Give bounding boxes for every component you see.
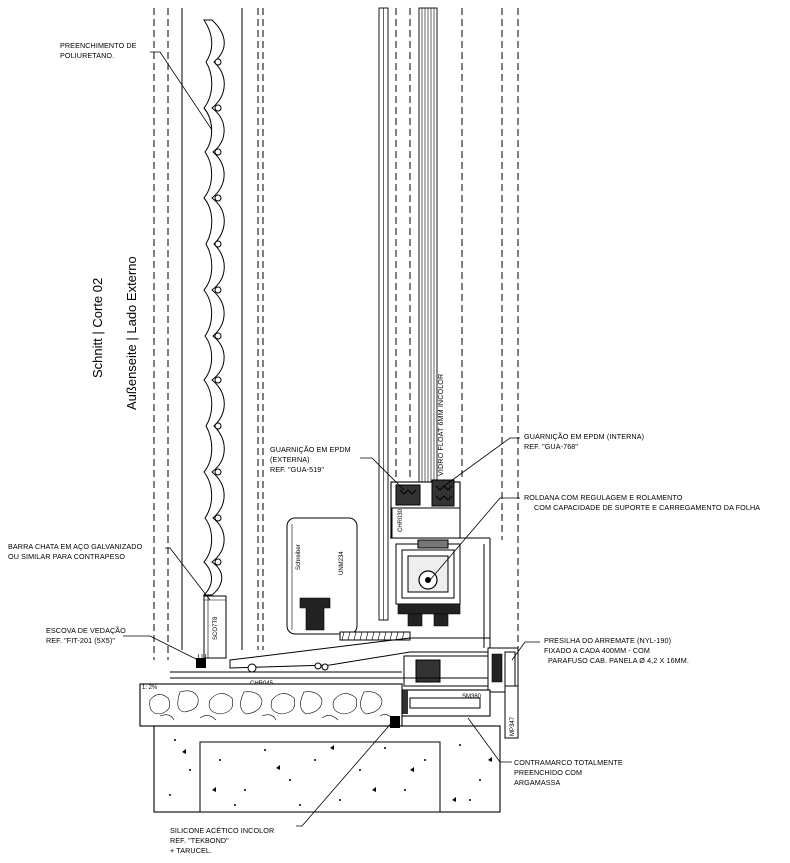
label-garnicao-int-2: REF. "GUA-768" — [524, 442, 578, 451]
roller-assembly — [395, 539, 461, 627]
label-silicone-2: REF. "TEKBOND" — [170, 836, 229, 845]
frame-lines — [153, 8, 519, 660]
label-silicone-1: SILICONE ACÉTICO INCOLOR — [170, 826, 274, 835]
leader-lines — [123, 51, 540, 827]
label-barra-1: BARRA CHATA EM AÇO GALVANIZADO — [8, 542, 143, 551]
label-barra-2: OU SIMILAR PARA CONTRAPESO — [8, 552, 125, 561]
label-escova-1: ESCOVA DE VEDAÇÃO — [46, 626, 126, 635]
label-escova-2: REF. "FIT-201 (5X5)" — [46, 636, 115, 645]
title-line-2: Außenseite | Lado Externo — [124, 256, 139, 410]
panel-joints — [214, 58, 222, 566]
brand-a: Schreiber — [296, 544, 302, 570]
label-contramarco-1: CONTRAMARCO TOTALMENTE — [514, 758, 623, 767]
label-garnicao-ext-2: (EXTERNA) — [270, 455, 310, 464]
slope-label: 1: 2% — [142, 685, 158, 691]
code-b: UNM234 — [339, 551, 345, 575]
label-garnicao-ext-3: REF. "GUA-519" — [270, 465, 324, 474]
title-line-1: Schnitt | Corte 02 — [90, 278, 105, 378]
sash-bottom-profile: CHR030 — [390, 479, 491, 650]
profile-code-sm360: SM360 — [462, 694, 482, 700]
glass-pane — [378, 7, 438, 621]
label-roldana-2: COM CAPACIDADE DE SUPORTE E CARREGAMENTO… — [534, 503, 760, 512]
clip-profile — [299, 597, 331, 631]
profile-code-mp347: MP347 — [510, 716, 516, 736]
label-presilha-3: PARAFUSO CAB. PANELA Ø 4,2 X 16MM. — [548, 656, 689, 665]
label-preenchimento-1: PREENCHIMENTO DE — [60, 41, 137, 50]
label-silicone-3: + TARUCEL. — [170, 846, 212, 855]
counterweight-bar: SCO7T8 — [203, 595, 227, 659]
label-contramarco-2: PREENCHIDO COM — [514, 768, 582, 777]
polyurethane-panel — [202, 19, 225, 596]
label-garnicao-ext-1: GUARNIÇÃO EM EPDM — [270, 445, 351, 454]
brush-seal — [196, 653, 207, 668]
label-preenchimento-2: POLIURETANO. — [60, 51, 114, 60]
label-garnicao-int-1: GUARNIÇÃO EM EPDM (INTERNA) — [524, 432, 644, 441]
glass-label: VIDRO FLOAT 6MM INCOLOR — [436, 374, 445, 476]
right-trim: MP347 — [487, 647, 519, 739]
stone-layer: 1: 2% — [139, 683, 403, 727]
subframe: SM360 — [399, 689, 491, 717]
profile-code-a: SCO7T8 — [213, 616, 219, 640]
profile-code-chr030: CHR030 — [398, 508, 404, 532]
label-roldana-1: ROLDANA COM REGULAGEM E ROLAMENTO — [524, 493, 683, 502]
label-presilha-2: FIXADO A CADA 400MM - COM — [544, 646, 650, 655]
label-presilha-1: PRESILHA DO ARREMATE (NYL-190) — [544, 636, 671, 645]
concrete-hatch — [169, 739, 492, 806]
label-contramarco-3: ARGAMASSA — [514, 778, 561, 787]
